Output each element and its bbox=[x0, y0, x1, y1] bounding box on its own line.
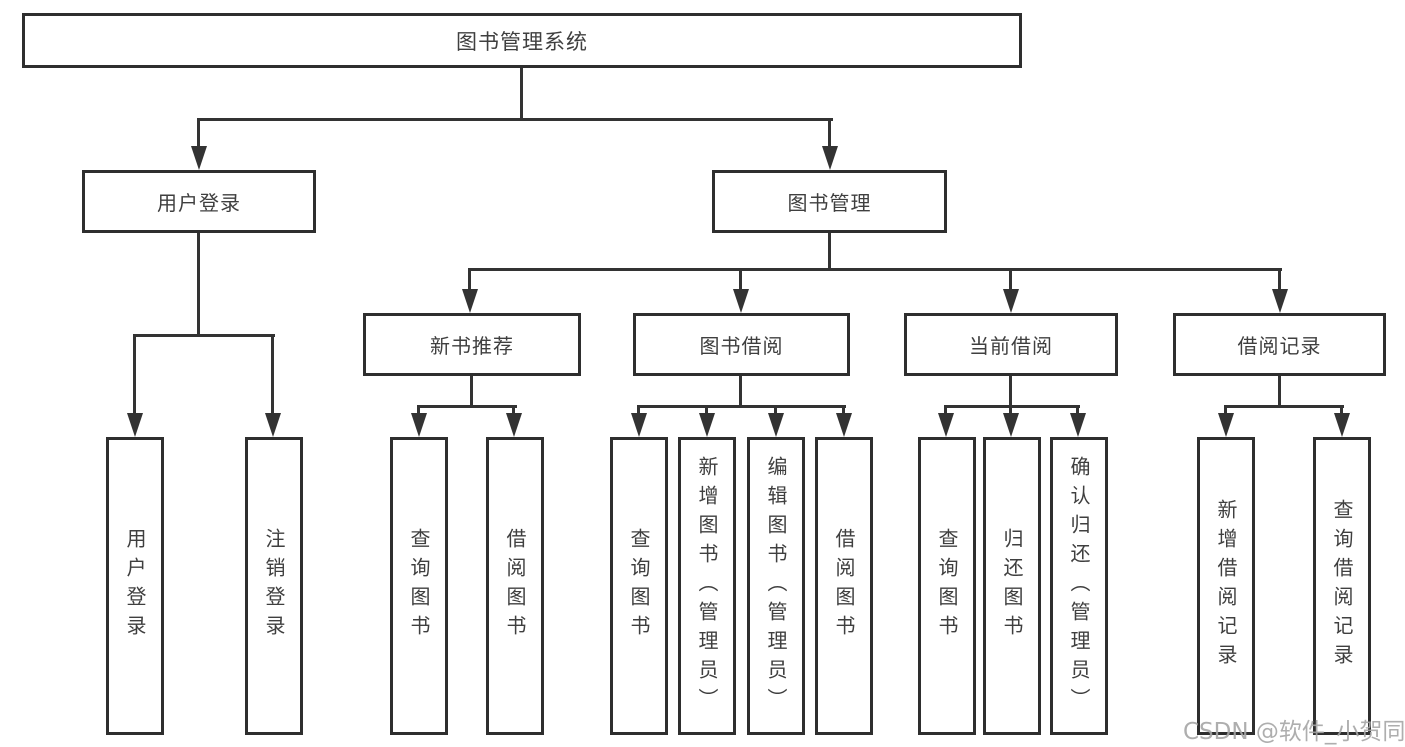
leaf-label: 查询图书 bbox=[935, 528, 959, 644]
connector-line bbox=[1076, 405, 1079, 417]
connector-line bbox=[470, 268, 1282, 271]
leaf-edit-books-admin: 编辑图书（管理员） bbox=[747, 437, 805, 735]
arrow-down-icon bbox=[506, 413, 522, 437]
connector-line bbox=[774, 405, 777, 417]
arrow-down-icon bbox=[462, 289, 478, 313]
connector-line bbox=[739, 376, 742, 407]
leaf-borrow-books-recommend: 借阅图书 bbox=[486, 437, 544, 735]
arrow-down-icon bbox=[1272, 289, 1288, 313]
connector-line bbox=[512, 405, 515, 417]
arrow-down-icon bbox=[836, 413, 852, 437]
connector-line bbox=[197, 118, 833, 121]
connector-line bbox=[705, 405, 708, 417]
connector-line bbox=[417, 405, 420, 417]
connector-line bbox=[133, 334, 275, 337]
connector-line bbox=[637, 405, 640, 417]
leaf-label: 用户登录 bbox=[123, 528, 147, 644]
node-label: 图书管理 bbox=[787, 191, 872, 215]
connector-line bbox=[637, 405, 846, 408]
leaf-borrow-books-borrowing: 借阅图书 bbox=[815, 437, 873, 735]
arrow-down-icon bbox=[127, 413, 143, 437]
leaf-label: 编辑图书（管理员） bbox=[764, 455, 788, 717]
connector-line bbox=[1278, 268, 1281, 292]
connector-line bbox=[197, 118, 200, 148]
leaf-add-borrow-record: 新增借阅记录 bbox=[1197, 437, 1255, 735]
node-book-management: 图书管理 bbox=[712, 170, 947, 233]
arrow-down-icon bbox=[411, 413, 427, 437]
connector-line bbox=[944, 405, 1080, 408]
leaf-label: 查询图书 bbox=[407, 528, 431, 644]
connector-line bbox=[944, 405, 947, 417]
node-book-borrowing: 图书借阅 bbox=[633, 313, 850, 376]
connector-line bbox=[739, 268, 742, 292]
arrow-down-icon bbox=[1218, 413, 1234, 437]
leaf-query-borrow-record: 查询借阅记录 bbox=[1313, 437, 1371, 735]
leaf-user-login: 用户登录 bbox=[106, 437, 164, 735]
node-label: 图书借阅 bbox=[699, 334, 784, 358]
connector-line bbox=[197, 233, 200, 336]
arrow-down-icon bbox=[699, 413, 715, 437]
connector-line bbox=[828, 233, 831, 270]
node-label: 用户登录 bbox=[157, 191, 241, 215]
connector-line bbox=[1224, 405, 1227, 417]
arrow-down-icon bbox=[265, 413, 281, 437]
arrow-down-icon bbox=[1003, 289, 1019, 313]
leaf-query-books-current: 查询图书 bbox=[918, 437, 976, 735]
node-label: 图书管理系统 bbox=[456, 29, 588, 54]
leaf-label: 借阅图书 bbox=[832, 528, 856, 644]
node-user-login: 用户登录 bbox=[82, 170, 316, 233]
leaf-logout: 注销登录 bbox=[245, 437, 303, 735]
arrow-down-icon bbox=[1070, 413, 1086, 437]
arrow-down-icon bbox=[1003, 413, 1019, 437]
arrow-down-icon bbox=[733, 289, 749, 313]
leaf-label: 新增图书（管理员） bbox=[695, 455, 719, 717]
csdn-watermark: CSDN @软件_小贺同学 bbox=[1183, 719, 1405, 745]
leaf-label: 确认归还（管理员） bbox=[1067, 455, 1091, 717]
connector-line bbox=[417, 405, 517, 408]
arrow-down-icon bbox=[768, 413, 784, 437]
arrow-down-icon bbox=[1334, 413, 1350, 437]
node-current-borrowing: 当前借阅 bbox=[904, 313, 1118, 376]
node-library-system: 图书管理系统 bbox=[22, 13, 1022, 68]
leaf-query-books-borrowing: 查询图书 bbox=[610, 437, 668, 735]
leaf-confirm-return-admin: 确认归还（管理员） bbox=[1050, 437, 1108, 735]
leaf-label: 新增借阅记录 bbox=[1214, 499, 1238, 673]
node-borrowing-records: 借阅记录 bbox=[1173, 313, 1386, 376]
connector-line bbox=[1009, 376, 1012, 407]
connector-line bbox=[470, 376, 473, 407]
node-label: 借阅记录 bbox=[1237, 334, 1322, 358]
connector-line bbox=[842, 405, 845, 417]
leaf-query-books-recommend: 查询图书 bbox=[390, 437, 448, 735]
leaf-add-books-admin: 新增图书（管理员） bbox=[678, 437, 736, 735]
connector-line bbox=[1009, 405, 1012, 417]
arrow-down-icon bbox=[938, 413, 954, 437]
connector-line bbox=[1009, 268, 1012, 292]
connector-line bbox=[468, 268, 471, 292]
node-new-book-recommendation: 新书推荐 bbox=[363, 313, 581, 376]
connector-line bbox=[1224, 405, 1344, 408]
leaf-return-books: 归还图书 bbox=[983, 437, 1041, 735]
leaf-label: 借阅图书 bbox=[503, 528, 527, 644]
arrow-down-icon bbox=[191, 146, 207, 170]
leaf-label: 查询借阅记录 bbox=[1330, 499, 1354, 673]
leaf-label: 注销登录 bbox=[262, 528, 286, 644]
connector-line bbox=[828, 118, 831, 148]
node-label: 新书推荐 bbox=[430, 334, 514, 358]
connector-line bbox=[1340, 405, 1343, 417]
arrow-down-icon bbox=[631, 413, 647, 437]
connector-line bbox=[1278, 376, 1281, 407]
connector-line bbox=[271, 334, 274, 415]
arrow-down-icon bbox=[822, 146, 838, 170]
leaf-label: 查询图书 bbox=[627, 528, 651, 644]
connector-line bbox=[133, 334, 136, 415]
node-label: 当前借阅 bbox=[969, 334, 1053, 358]
leaf-label: 归还图书 bbox=[1000, 528, 1024, 644]
connector-line bbox=[520, 68, 523, 120]
